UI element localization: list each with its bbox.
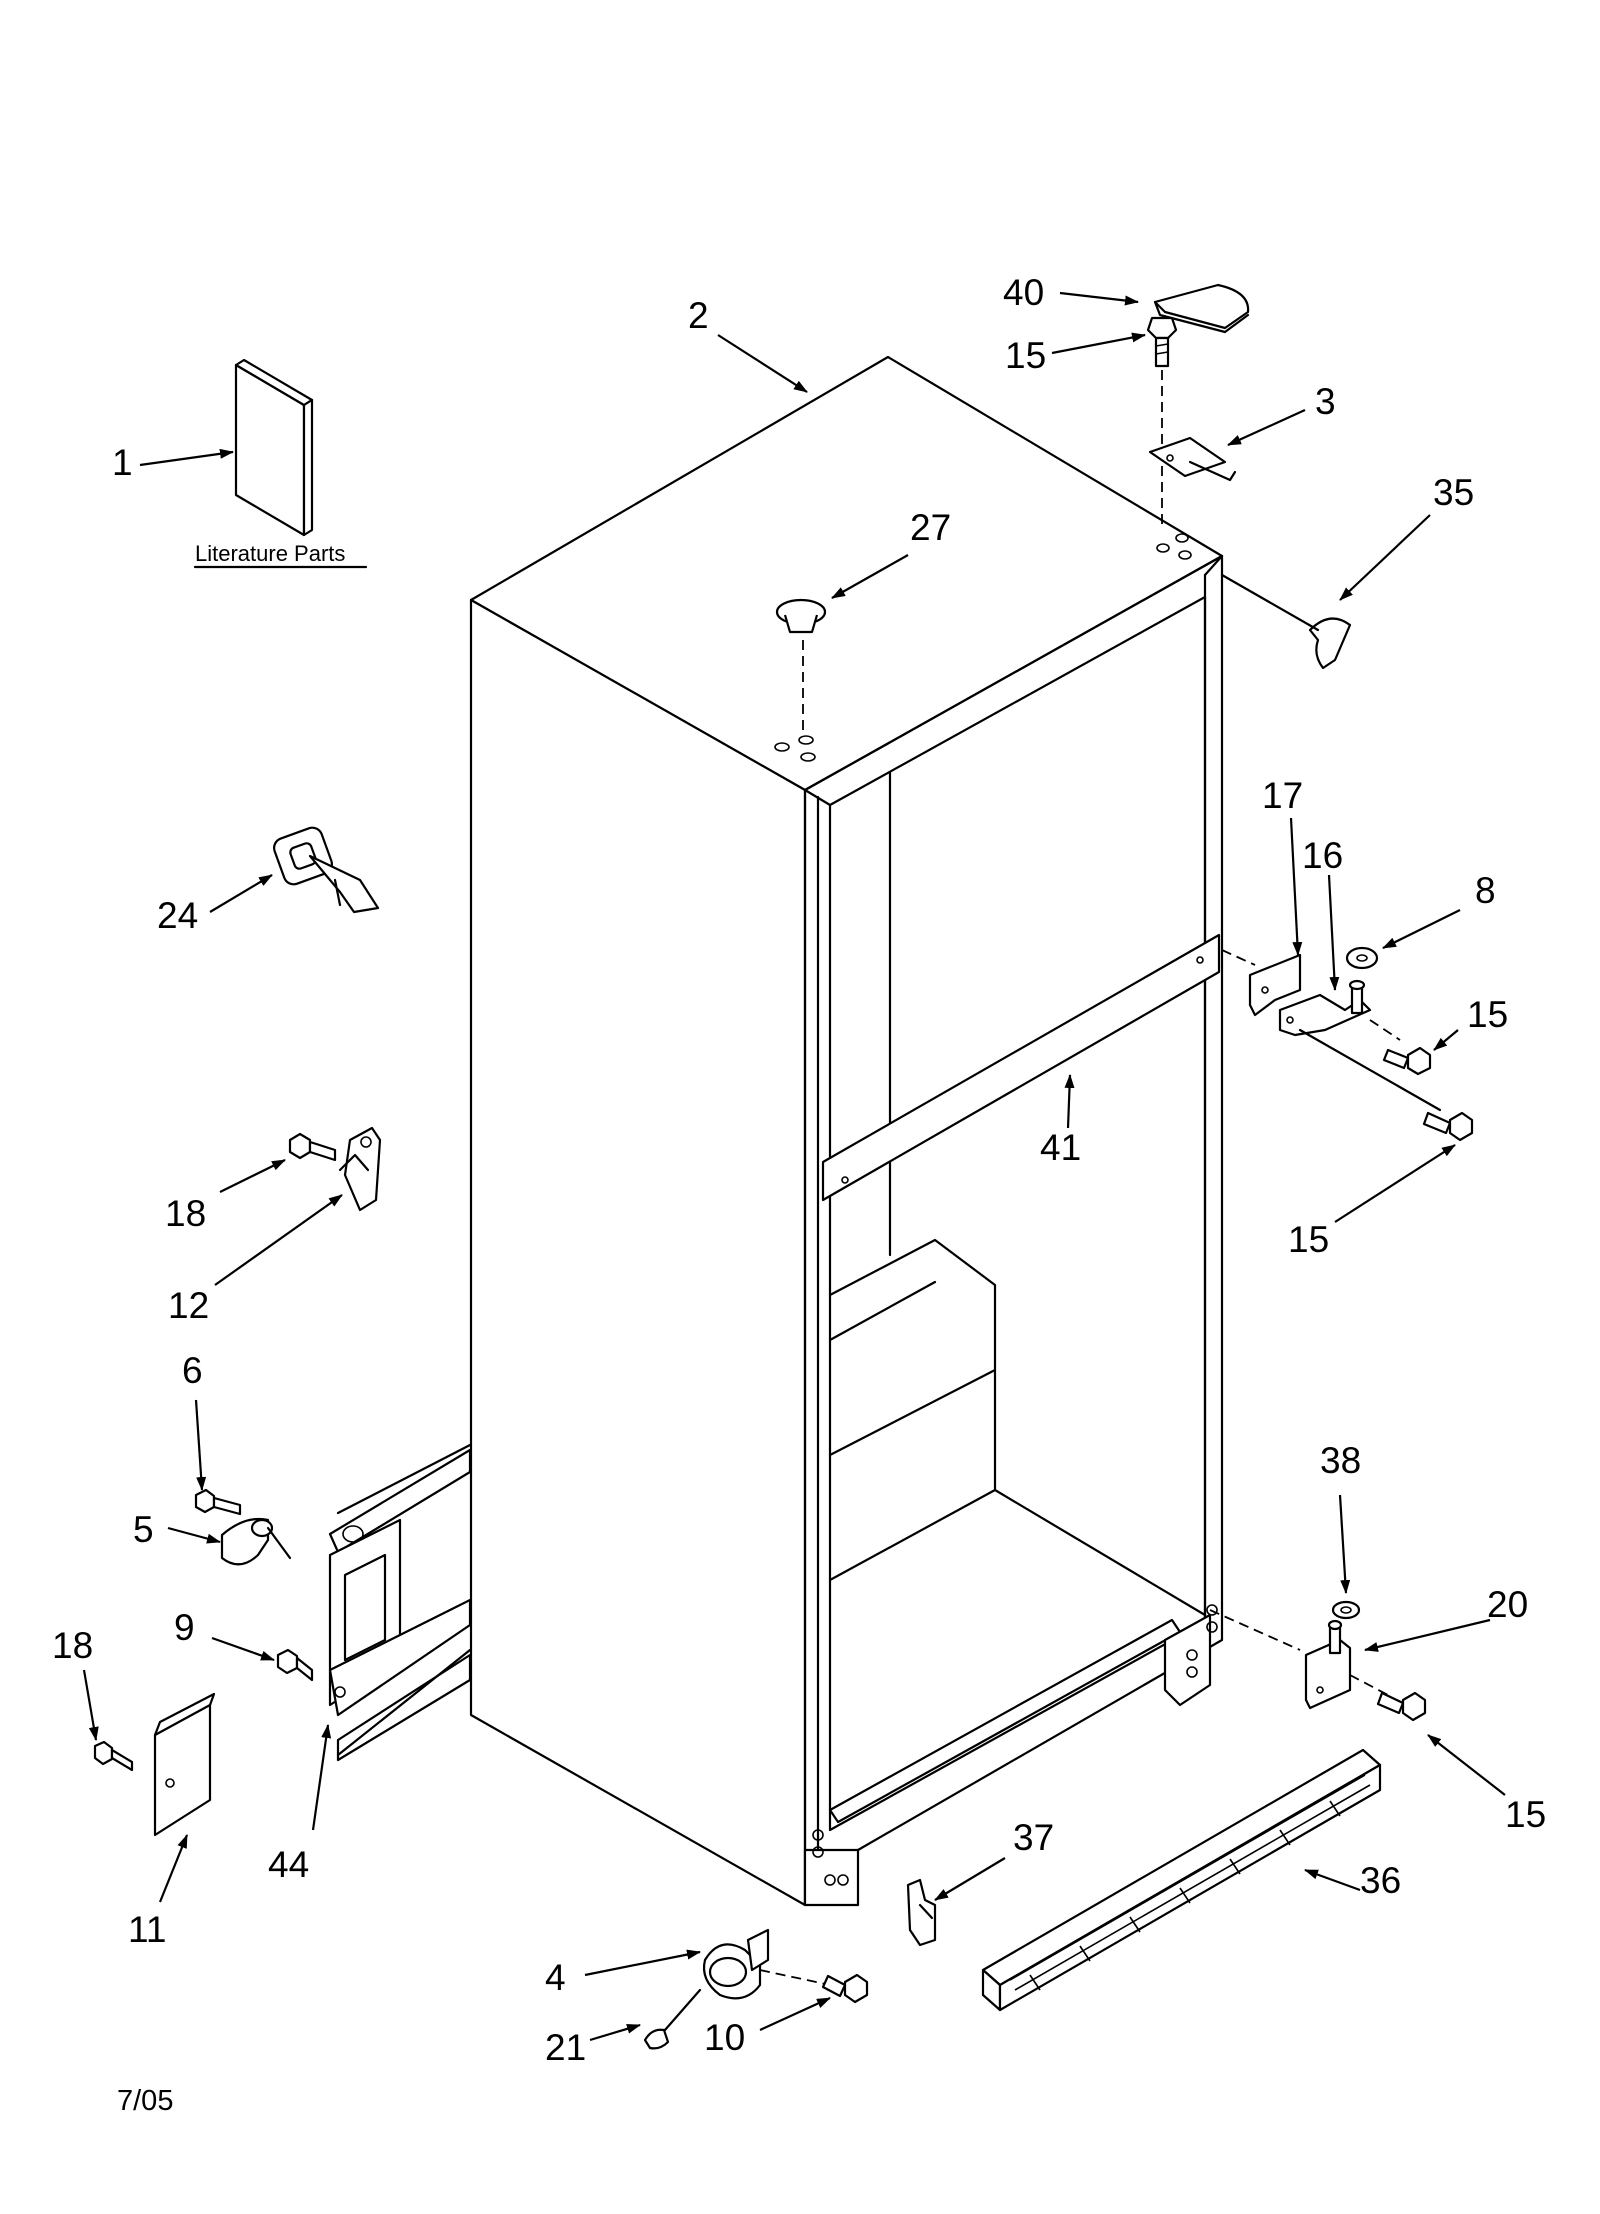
hinge-cover-lower-left (93, 1692, 216, 1837)
grille-clip (906, 1878, 937, 1947)
callout-2: 2 (688, 295, 709, 336)
refrigerator-cabinet (336, 355, 1224, 1907)
callout-10: 10 (704, 2017, 745, 2058)
top-hinge-assembly (1146, 316, 1237, 530)
toe-grille (981, 1748, 1382, 2012)
callout-15-top: 15 (1005, 335, 1046, 376)
callout-37: 37 (1013, 1817, 1054, 1858)
callout-27: 27 (910, 507, 951, 548)
callout-9: 9 (174, 1607, 195, 1648)
literature-booklet (193, 358, 368, 569)
center-hinge-assembly (1221, 946, 1474, 1142)
callout-16: 16 (1302, 835, 1343, 876)
callout-35: 35 (1433, 472, 1474, 513)
callout-20: 20 (1487, 1584, 1528, 1625)
callout-38: 38 (1320, 1440, 1361, 1481)
callout-6: 6 (182, 1350, 203, 1391)
callout-24: 24 (157, 895, 198, 936)
leader-arrows (82, 291, 1506, 2042)
callout-18-upper: 18 (165, 1193, 206, 1234)
callout-15-lower: 15 (1288, 1219, 1329, 1260)
back-bracket (276, 1448, 472, 1717)
date-code: 7/05 (117, 2085, 173, 2117)
callout-11: 11 (128, 1909, 166, 1950)
callout-17: 17 (1262, 775, 1303, 816)
callout-5: 5 (133, 1509, 154, 1550)
top-plug (775, 598, 827, 730)
clamp-assembly (194, 1488, 292, 1566)
callout-18-lower: 18 (52, 1625, 93, 1666)
literature-caption: Literature Parts (195, 541, 345, 566)
callout-44: 44 (268, 1844, 309, 1885)
callout-3: 3 (1315, 381, 1336, 422)
callout-40: 40 (1003, 272, 1044, 313)
callout-21: 21 (545, 2027, 586, 2068)
hinge-pin-cover (1220, 573, 1352, 670)
callout-labels: 1 Literature Parts 2 3 40 15 35 27 24 18… (52, 272, 1546, 2117)
bottom-hinge-assembly (1209, 1600, 1427, 1722)
callout-41: 41 (1040, 1127, 1081, 1168)
callout-15-mid: 15 (1467, 994, 1508, 1035)
door-stop (273, 826, 380, 914)
divider-rail (821, 933, 1221, 1202)
callout-12: 12 (168, 1285, 209, 1326)
callout-8: 8 (1475, 870, 1496, 911)
door-closer-upper (288, 1126, 382, 1212)
callout-4: 4 (545, 1957, 566, 1998)
callout-15-bottom: 15 (1505, 1794, 1546, 1835)
roller-assembly (643, 1928, 869, 2050)
callout-1: 1 (112, 442, 133, 483)
hinge-cover (1153, 283, 1250, 334)
callout-36: 36 (1360, 1860, 1401, 1901)
